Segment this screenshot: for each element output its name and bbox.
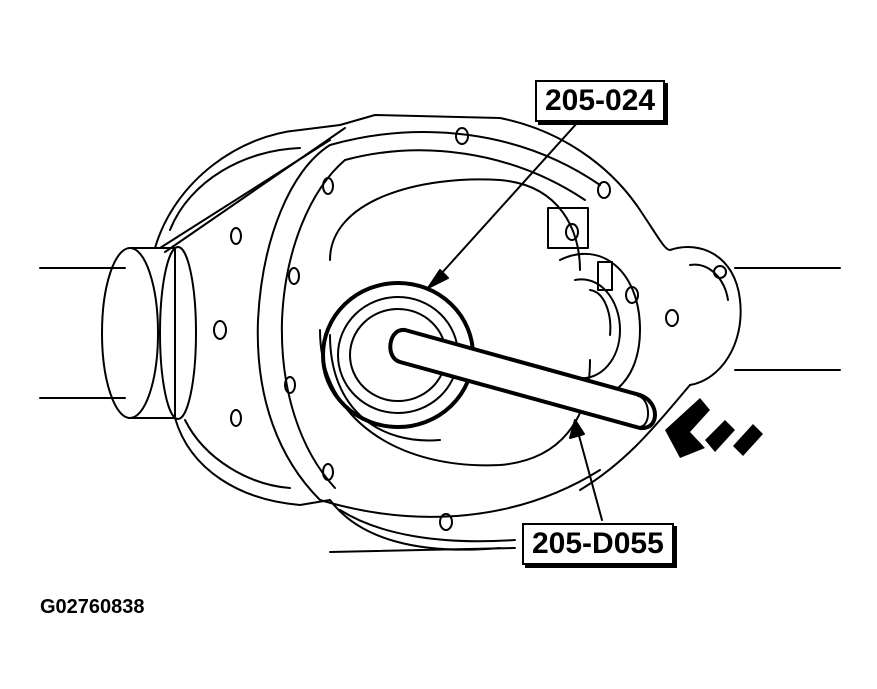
tool-label-205-024: 205-024 [535, 80, 666, 122]
tool-handle [388, 328, 657, 431]
right-axle-tube [669, 246, 841, 386]
axle-housing [154, 114, 691, 551]
leader-lines [329, 121, 603, 553]
tool-label-205-d055: 205-D055 [522, 523, 674, 565]
left-axle-tube [39, 246, 197, 420]
push-arrows-icon [665, 398, 763, 458]
figure-id: G02760838 [40, 596, 145, 618]
